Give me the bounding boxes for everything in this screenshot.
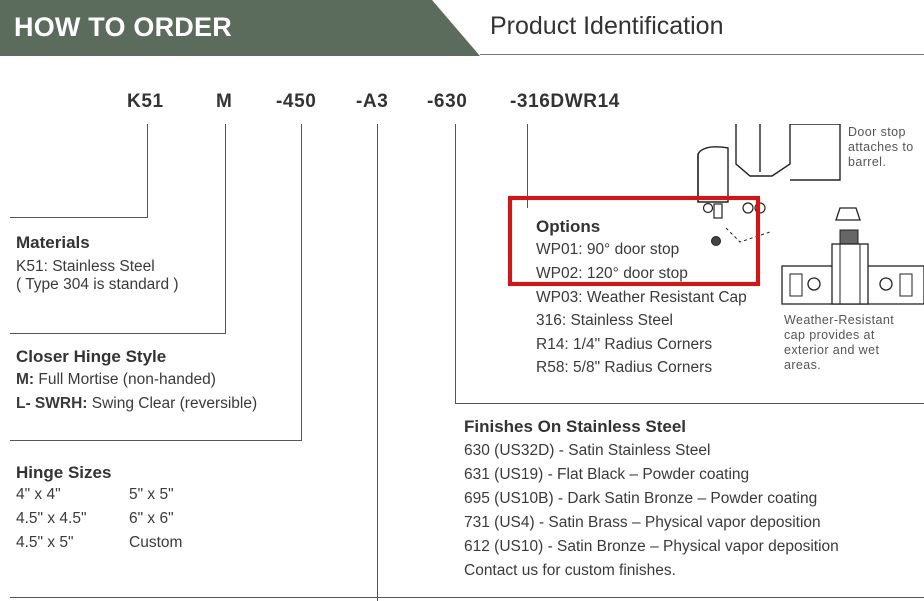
code-finish: -630 [427, 91, 468, 112]
bottom-rule [10, 597, 924, 598]
option-item: R58: 5/8" Radius Corners [536, 359, 713, 376]
option-item: 316: Stainless Steel [536, 312, 674, 329]
finish-item: Contact us for custom finishes. [464, 562, 676, 579]
code-a3: -A3 [356, 91, 389, 112]
note-line: Weather-Resistant [784, 313, 895, 327]
connector-line [377, 124, 378, 601]
note-line: areas. [784, 358, 822, 372]
weather-cap-note: Weather-Resistant cap provides at exteri… [784, 313, 894, 373]
code-material: K51 [127, 91, 164, 112]
option-item: WP02: 120° door stop [536, 265, 688, 282]
hinge-size: 5" x 5" [129, 486, 174, 503]
closer-hinge-heading: Closer Hinge Style [16, 347, 167, 366]
closer-hinge-desc: Swing Clear (reversible) [91, 395, 258, 412]
hinge-size: Custom [129, 534, 183, 551]
closer-hinge-desc: Full Mortise (non-handed) [38, 371, 216, 388]
connector-line [10, 440, 302, 441]
code-options: -316DWR14 [510, 91, 620, 112]
code-hinge-size: -450 [276, 91, 317, 112]
hinge-sizes-heading: Hinge Sizes [16, 463, 112, 482]
finishes-heading: Finishes On Stainless Steel [464, 417, 687, 436]
hinge-size: 6" x 6" [129, 510, 174, 527]
connector-line [147, 124, 148, 217]
materials-line: K51: Stainless Steel [16, 258, 155, 275]
hinge-size: 4" x 4" [16, 486, 61, 503]
note-line: cap provides at [784, 328, 875, 342]
finish-item: 695 (US10B) - Dark Satin Bronze – Powder… [464, 490, 818, 507]
finish-item: 631 (US19) - Flat Black – Powder coating [464, 466, 750, 483]
note-line: Door stop [848, 125, 906, 139]
connector-line [455, 124, 456, 404]
page-title: HOW TO ORDER [14, 12, 232, 42]
closer-hinge-code: L- SWRH: [16, 395, 88, 412]
note-line: exterior and wet [784, 343, 880, 357]
materials-heading: Materials [16, 233, 90, 252]
connector-line [225, 124, 226, 333]
hinge-illustration [697, 124, 924, 305]
materials-line: ( Type 304 is standard ) [16, 276, 179, 293]
connector-line [527, 124, 528, 208]
finish-item: 612 (US10) - Satin Bronze – Physical vap… [464, 538, 839, 555]
finish-item: 731 (US4) - Satin Brass – Physical vapor… [464, 514, 821, 531]
finish-item: 630 (US32D) - Satin Stainless Steel [464, 442, 711, 459]
page-subtitle: Product Identification [490, 12, 724, 40]
note-line: attaches to [848, 140, 914, 154]
banner-bar [0, 0, 924, 56]
connector-line [10, 333, 226, 334]
options-heading: Options [536, 217, 601, 236]
connector-line [10, 217, 148, 218]
closer-hinge-item: M: Full Mortise (non-handed) [16, 371, 216, 389]
code-hinge-style: M [216, 91, 233, 112]
hinge-size: 4.5" x 4.5" [16, 510, 87, 527]
option-item: WP03: Weather Resistant Cap [536, 289, 747, 306]
closer-hinge-code: M: [16, 371, 35, 388]
note-line: barrel. [848, 155, 887, 169]
option-item: R14: 1/4" Radius Corners [536, 336, 713, 353]
option-item: WP01: 90° door stop [536, 241, 680, 258]
hinge-size: 4.5" x 5" [16, 534, 74, 551]
options-highlight-box [508, 196, 760, 286]
connector-line [455, 403, 924, 404]
door-stop-note: Door stop attaches to barrel. [848, 125, 914, 170]
connector-line [301, 124, 302, 440]
closer-hinge-item: L- SWRH: Swing Clear (reversible) [16, 395, 257, 413]
